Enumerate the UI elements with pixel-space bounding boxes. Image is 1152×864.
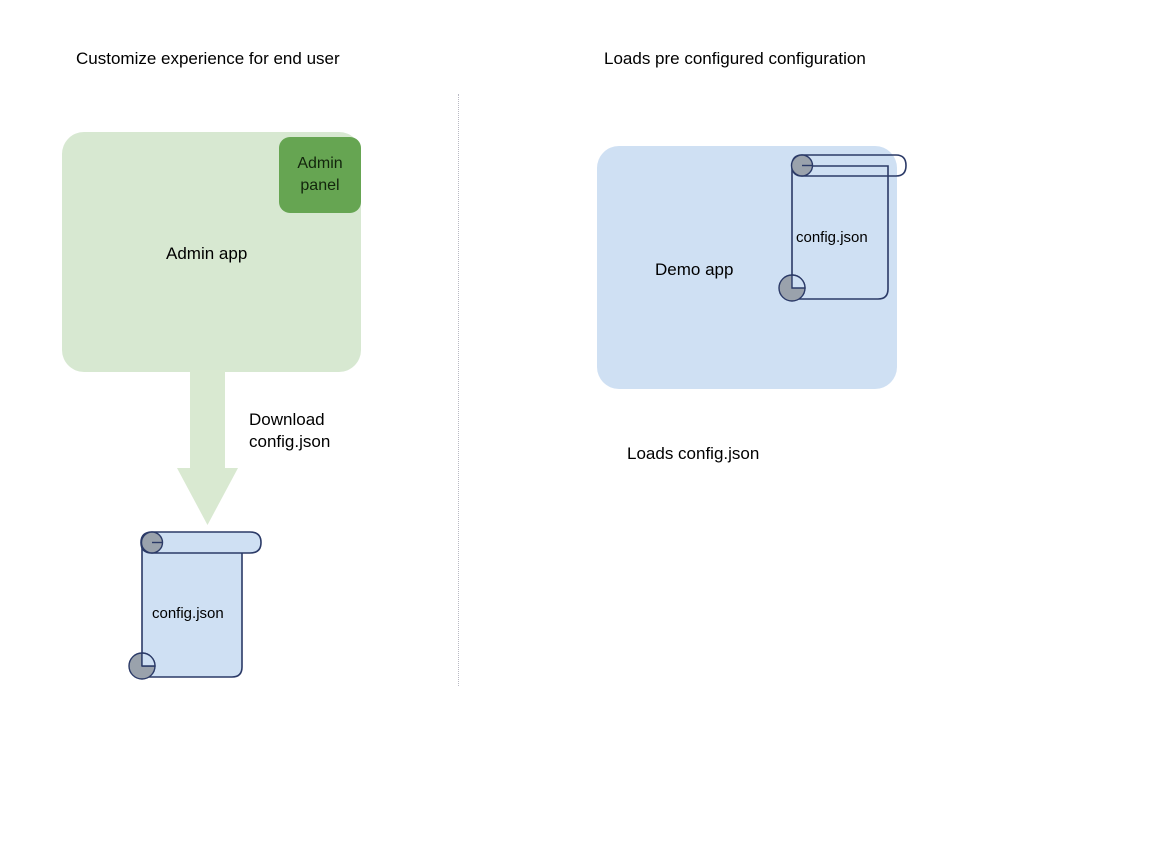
download-arrow-caption-line1: Download (249, 410, 325, 429)
admin-panel-badge[interactable]: Admin panel (279, 137, 361, 213)
column-divider (458, 94, 459, 686)
loads-config-caption: Loads config.json (627, 444, 760, 463)
admin-panel-badge-line1: Admin (297, 155, 343, 172)
download-arrow-caption: Download config.json (249, 409, 330, 453)
config-json-scroll-right-label: config.json (796, 229, 868, 246)
demo-app-label: Demo app (655, 260, 734, 279)
column-heading-left: Customize experience for end user (76, 49, 340, 68)
download-arrow-caption-line2: config.json (249, 432, 331, 451)
admin-panel-badge-text: Admin panel (297, 153, 342, 197)
demo-app-box (597, 146, 897, 389)
config-json-scroll-left (128, 531, 262, 680)
config-json-scroll-left-label: config.json (152, 605, 224, 622)
admin-panel-badge-line2: panel (300, 177, 340, 194)
config-json-scroll-right (778, 154, 907, 302)
download-arrow-icon (177, 370, 238, 525)
admin-app-label: Admin app (166, 244, 248, 263)
column-heading-right: Loads pre configured configuration (604, 49, 866, 68)
